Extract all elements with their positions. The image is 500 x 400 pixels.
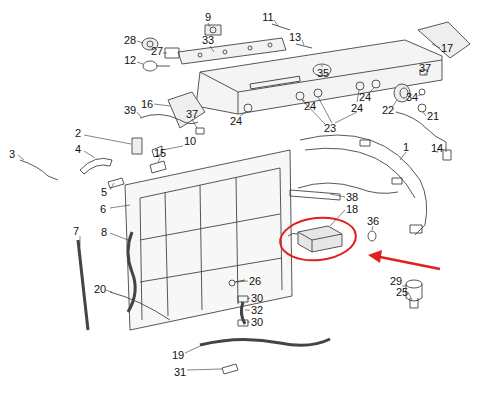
callout-number: 23: [323, 122, 337, 134]
callout-number: 33: [201, 34, 215, 46]
callout-number: 37: [418, 62, 432, 74]
callout-number: 28: [123, 34, 137, 46]
callout-number: 37: [185, 108, 199, 120]
callout-number: 24: [229, 115, 243, 127]
callout-number: 32: [250, 304, 264, 316]
callout-number: 19: [171, 349, 185, 361]
callout-number: 10: [183, 135, 197, 147]
callout-number: 30: [250, 316, 264, 328]
highlight-arrowhead: [368, 250, 382, 263]
callout-number: 26: [248, 275, 262, 287]
callout-number: 22: [381, 104, 395, 116]
callout-number: 1: [402, 141, 410, 153]
callout-number: 34: [405, 91, 419, 103]
callout-number: 13: [288, 31, 302, 43]
callout-number: 20: [93, 283, 107, 295]
callout-number: 30: [250, 292, 264, 304]
callout-number: 29: [389, 275, 403, 287]
callout-number: 2: [74, 127, 82, 139]
end-cap: [418, 22, 470, 58]
component-18: [298, 226, 342, 252]
callout-number: 6: [99, 203, 107, 215]
callout-number: 24: [358, 91, 372, 103]
highlight-arrow: [380, 257, 440, 269]
callout-number: 5: [100, 186, 108, 198]
callout-number: 7: [72, 225, 80, 237]
highlight-ring: [278, 214, 358, 264]
callout-number: 9: [204, 11, 212, 23]
callout-number: 3: [8, 148, 16, 160]
callout-number: 17: [440, 42, 454, 54]
callout-number: 18: [345, 203, 359, 215]
rear-panel: [125, 150, 292, 330]
callout-number: 21: [426, 110, 440, 122]
callout-number: 27: [150, 45, 164, 57]
callout-number: 16: [140, 98, 154, 110]
callout-number: 38: [345, 191, 359, 203]
callout-number: 4: [74, 143, 82, 155]
callout-number: 24: [303, 100, 317, 112]
callout-number: 39: [123, 104, 137, 116]
callout-number: 15: [153, 147, 167, 159]
callout-number: 31: [173, 366, 187, 378]
callout-number: 25: [395, 286, 409, 298]
callout-number: 35: [316, 67, 330, 79]
callout-number: 14: [430, 142, 444, 154]
callout-number: 11: [261, 11, 274, 23]
callout-number: 8: [100, 226, 108, 238]
leader-lines: [18, 20, 440, 370]
callout-number: 12: [123, 54, 137, 66]
control-board: [178, 38, 286, 64]
callout-number: 36: [366, 215, 380, 227]
callout-number: 24: [350, 102, 364, 114]
